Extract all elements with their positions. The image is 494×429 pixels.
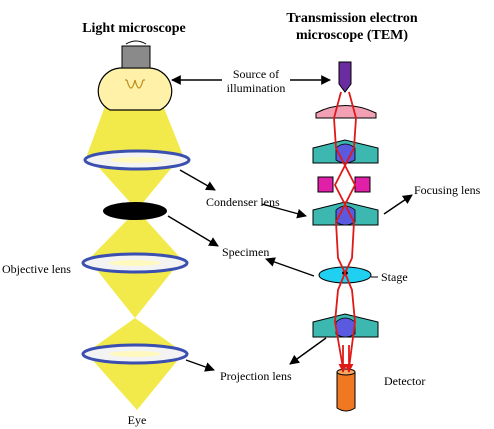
label-condenser-lens: Condenser lens [206,195,280,209]
title-tem-line1: Transmission electron [286,11,418,26]
detector-icon [336,368,356,412]
label-source-line2: illumination [227,81,286,95]
light-bulb-icon [97,40,173,111]
arrows-projection [185,337,327,372]
electron-gun-icon [338,61,352,93]
title-tem-line2: microscope (TEM) [296,28,408,43]
label-projection-lens: Projection lens [220,369,292,383]
tem-magnets [317,176,371,193]
label-stage: Stage [381,270,408,284]
label-eye: Eye [128,413,147,427]
label-detector: Detector [384,374,425,388]
light-condenser-lens [83,149,191,171]
electron-beam-rays [333,91,357,373]
light-objective-lens [81,252,189,274]
light-specimen-disk [103,202,167,220]
tem-condenser-lens-1 [312,139,379,164]
tem-pink-lens [315,105,377,119]
arrow-focusing [383,194,413,215]
label-source-line1: Source of [233,67,279,81]
tem-condenser-lens-2 [312,201,379,226]
label-specimen: Specimen [222,245,269,259]
label-objective-lens: Objective lens [2,262,71,276]
arrows-specimen [167,215,315,277]
light-projection-lens [81,343,189,365]
label-focusing-lens: Focusing lens [414,183,481,197]
light-beam [86,98,184,410]
arrows-condenser [179,169,307,219]
tem-projection-lens [312,313,379,338]
title-light-microscope: Light microscope [82,21,186,36]
